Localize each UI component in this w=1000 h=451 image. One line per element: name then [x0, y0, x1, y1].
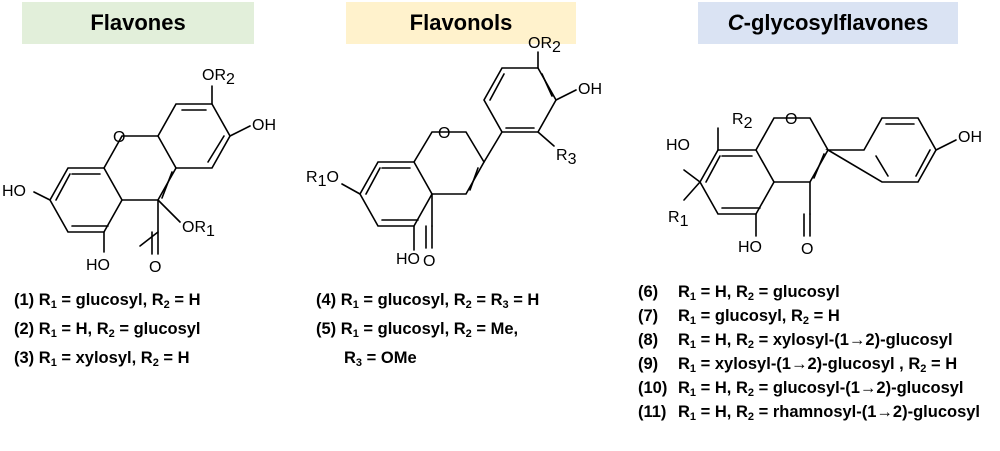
header-c-prefix: C	[727, 10, 744, 35]
cglyco-o4: O	[801, 241, 813, 258]
c-glycosylflavone-structure	[683, 117, 957, 237]
flavone-oh4p: OH	[252, 117, 276, 134]
flavonol-ho5: HO	[396, 251, 420, 268]
legend-row-4: (4) R1 = glucosyl, R2 = R3 = H	[316, 291, 540, 311]
legend-row-8: (8)R1 = H, R2 = xylosyl-(1→2)-glucosyl	[638, 331, 953, 351]
cglyco-o1: O	[785, 111, 797, 128]
header-cglyco-text: -glycosylflavones	[743, 10, 929, 35]
flavonol-oh4p: OH	[578, 81, 602, 98]
legend-c-glycosylflavones: (6)R1 = H, R2 = glucosyl (7)R1 = glucosy…	[638, 280, 980, 424]
legend-row-10: (10)R1 = H, R2 = glucosyl-(1→2)-glucosyl	[638, 379, 964, 399]
legend-row-11: (11)R1 = H, R2 = rhamnosyl-(1→2)-glucosy…	[638, 403, 981, 423]
flavone-structure	[33, 85, 251, 255]
flavone-ho5: HO	[86, 257, 110, 274]
legend-flavones: (1) R1 = glucosyl, R2 = H (2) R1 = H, R2…	[14, 286, 201, 373]
cglyco-r1: R1	[668, 209, 689, 230]
flavonol-structure	[341, 51, 577, 251]
legend-row-5-cont: R3 = OMe	[344, 349, 417, 369]
legend-row-9: (9)R1 = xylosyl-(1→2)-glucosyl , R2 = H	[638, 355, 958, 375]
flavonol-o1: O	[438, 125, 450, 142]
flavonol-r1o: R1O	[306, 169, 339, 190]
legend-row-3: (3) R1 = xylosyl, R2 = H	[14, 349, 190, 369]
legend-row-6: (6)R1 = H, R2 = glucosyl	[638, 283, 840, 303]
cglyco-oh4p: OH	[958, 129, 982, 146]
header-flavones: Flavones	[22, 2, 254, 44]
legend-row-2: (2) R1 = H, R2 = glucosyl	[14, 320, 201, 340]
flavone-o4: O	[149, 259, 161, 276]
legend-row-1: (1) R1 = glucosyl, R2 = H	[14, 291, 201, 311]
header-flavones-text: Flavones	[90, 10, 186, 35]
legend-flavonols: (4) R1 = glucosyl, R2 = R3 = H (5) R1 = …	[316, 286, 539, 373]
flavonol-or2: OR2	[528, 35, 561, 56]
cglyco-ho5: HO	[738, 239, 762, 256]
flavonol-o4: O	[423, 253, 435, 270]
flavone-or1: OR1	[182, 219, 215, 240]
flavone-or2: OR2	[202, 67, 235, 88]
legend-row-7: (7)R1 = glucosyl, R2 = H	[638, 307, 840, 327]
header-flavonols: Flavonols	[346, 2, 576, 44]
flavone-ho7: HO	[2, 183, 26, 200]
cglyco-r2: R2	[732, 111, 753, 132]
flavone-o1: O	[113, 129, 125, 146]
header-flavonols-text: Flavonols	[409, 10, 513, 35]
cglyco-ho7: HO	[666, 137, 690, 154]
flavonol-r3: R3	[556, 147, 577, 168]
legend-row-5: (5) R1 = glucosyl, R2 = Me,	[316, 320, 519, 340]
header-c-glycosylflavones: C-glycosylflavones	[698, 2, 958, 44]
